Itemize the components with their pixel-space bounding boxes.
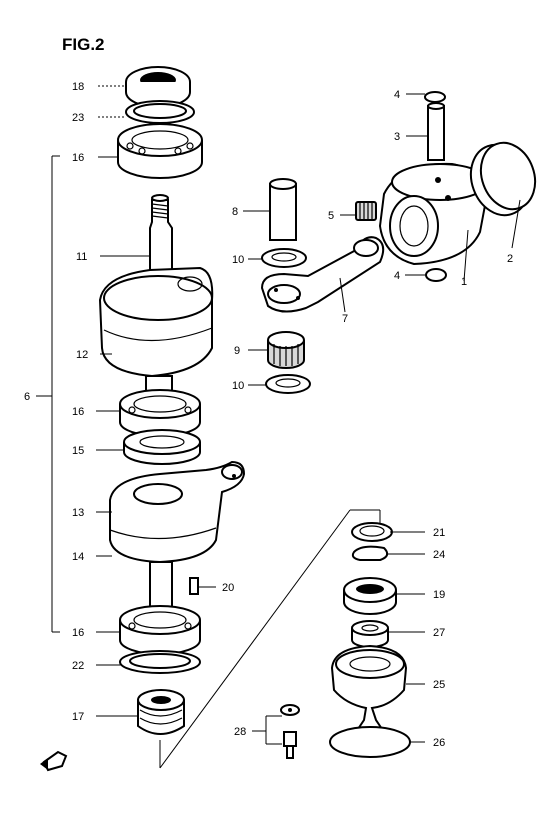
callout-18: 18 (72, 81, 84, 93)
callout-17: 17 (72, 711, 84, 723)
callout-21: 21 (433, 527, 445, 539)
callout-7: 7 (342, 313, 348, 325)
callout-13: 13 (72, 507, 84, 519)
part-22-ring (119, 650, 201, 674)
part-13-crank-web-lower (109, 460, 246, 564)
callout-28: 28 (234, 726, 246, 738)
callout-1: 1 (461, 276, 467, 288)
part-5-needle-bearing (355, 201, 377, 221)
part-27-bushing (351, 620, 389, 648)
part-12-crank-web (98, 266, 214, 378)
part-19-seal (343, 577, 397, 615)
callout-10-bottom: 10 (232, 380, 244, 392)
callout-labels: 18 23 16 11 12 6 16 15 13 14 20 16 22 17… (24, 81, 513, 749)
callout-16-top: 16 (72, 152, 84, 164)
callout-5: 5 (328, 210, 334, 222)
callout-23: 23 (72, 112, 84, 124)
part-20-key (189, 577, 199, 595)
callout-15: 15 (72, 445, 84, 457)
callout-26: 26 (433, 737, 445, 749)
part-11-crankshaft-upper (149, 194, 173, 291)
part-2-piston-rings (469, 141, 537, 217)
part-17-gear (137, 689, 185, 735)
callout-14: 14 (72, 551, 84, 563)
front-arrow-icon (40, 750, 68, 772)
callout-10-top: 10 (232, 254, 244, 266)
callout-12: 12 (76, 349, 88, 361)
part-3-piston-pin (427, 102, 445, 161)
part-10-washer-bottom (265, 374, 311, 394)
part-7-connecting-rod (260, 236, 385, 313)
callout-2: 2 (507, 253, 513, 265)
callout-16-bottom: 16 (72, 627, 84, 639)
callout-9: 9 (234, 345, 240, 357)
callout-19: 19 (433, 589, 445, 601)
part-9-needle-bearing (267, 331, 305, 369)
figure-title: FIG.2 (62, 35, 105, 54)
callout-27: 27 (433, 627, 445, 639)
callout-4-lower: 4 (394, 270, 400, 282)
part-28-bolt-washer (280, 704, 300, 759)
callout-25: 25 (433, 679, 445, 691)
part-23-ring (125, 100, 195, 124)
part-15-seal (123, 429, 201, 465)
part-4-clip-lower (425, 268, 447, 282)
part-16-bearing-bottom (119, 605, 201, 655)
part-18-oil-seal (125, 66, 191, 108)
callout-20: 20 (222, 582, 234, 594)
part-25-housing (330, 644, 408, 739)
part-4-clip-top (424, 91, 446, 103)
callout-16-middle: 16 (72, 406, 84, 418)
part-16-bearing-top (117, 123, 203, 179)
part-8-crank-pin (269, 178, 297, 241)
part-10-washer-top (261, 248, 307, 268)
callout-24: 24 (433, 549, 445, 561)
callout-22: 22 (72, 660, 84, 672)
callout-8: 8 (232, 206, 238, 218)
callout-11: 11 (76, 251, 87, 263)
callout-6: 6 (24, 391, 30, 403)
piston-assembly (260, 91, 537, 394)
part-1-piston (378, 162, 489, 266)
part-26-gasket (329, 726, 411, 758)
callout-4-top: 4 (394, 89, 400, 101)
callout-3: 3 (394, 131, 400, 143)
leader-lines (36, 85, 521, 743)
crankshaft-assembly (98, 66, 351, 769)
part-21-ring (351, 522, 393, 542)
part-24-circlip (351, 545, 389, 561)
lower-housing-assembly (265, 509, 411, 759)
